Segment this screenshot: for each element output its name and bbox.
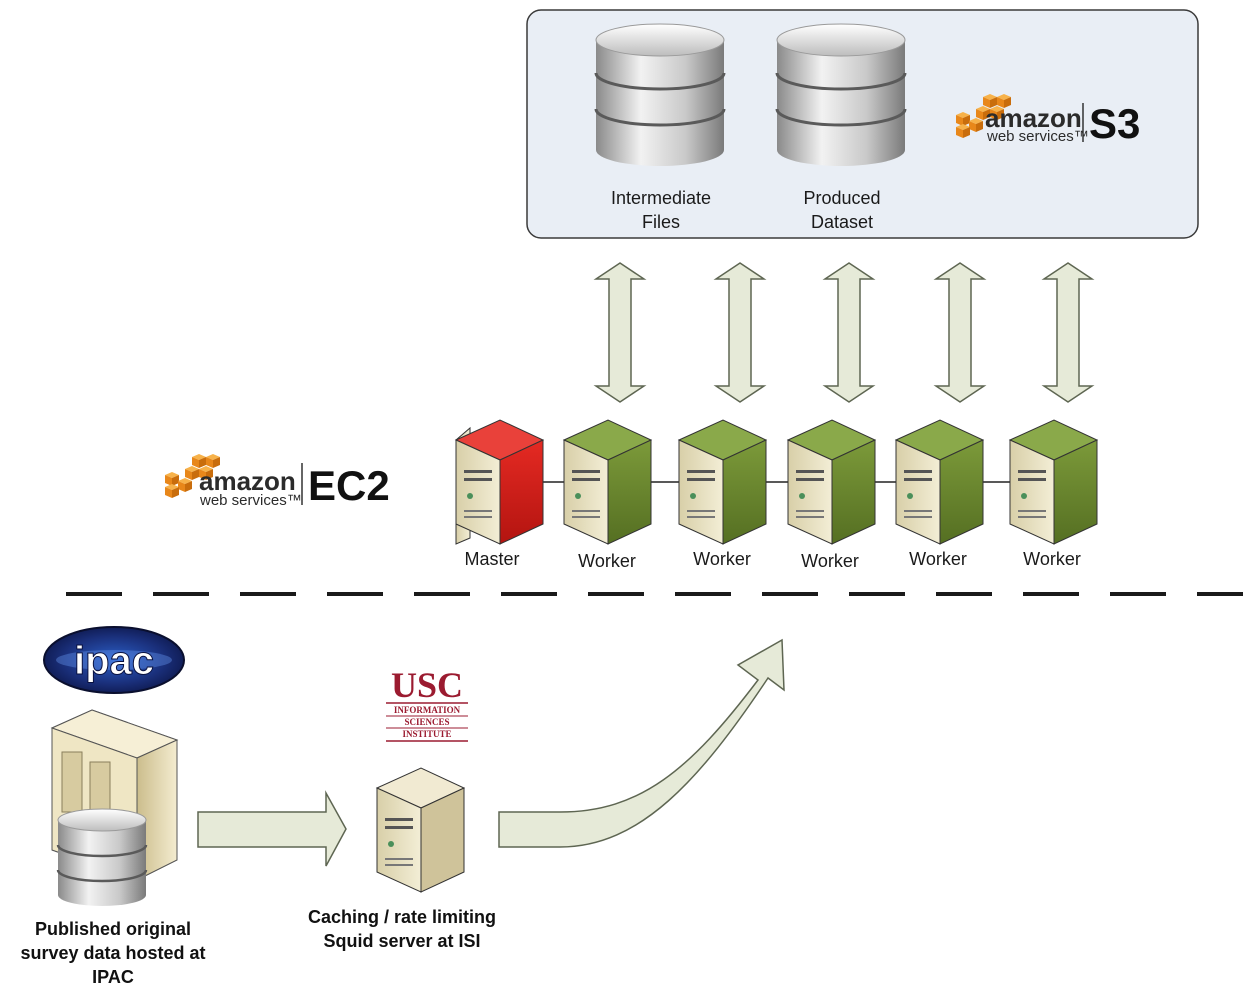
double-arrow	[933, 262, 987, 403]
database-icon	[594, 23, 726, 166]
isi-caption-line2: Squid server at ISI	[323, 931, 480, 951]
aws-service-name: S3	[1089, 100, 1140, 147]
flow-arrow	[197, 790, 347, 867]
double-arrow	[713, 262, 767, 403]
database-icon	[775, 23, 907, 166]
ipac-group: ipac Published original survey data host…	[20, 626, 206, 985]
double-arrow	[1041, 262, 1095, 403]
double-arrow	[822, 262, 876, 403]
worker-label: Worker	[693, 549, 751, 569]
curved-flow-arrow	[498, 638, 785, 848]
database-icon	[56, 808, 148, 906]
master-server-icon	[454, 419, 545, 545]
worker-server-icon	[562, 419, 653, 545]
database-label-line2: Dataset	[811, 212, 873, 232]
worker-label: Worker	[801, 551, 859, 571]
squid-server-icon	[375, 767, 466, 893]
s3-storage-group: Intermediate Files Produced Dataset amaz…	[526, 9, 1199, 239]
ipac-caption-line3: IPAC	[92, 967, 134, 985]
worker-server-icon	[786, 419, 877, 545]
ipac-logo-text: ipac	[74, 639, 154, 683]
isi-logo-line3: INSTITUTE	[402, 729, 451, 739]
aws-webservices-text: web services™	[199, 492, 302, 509]
master-label: Master	[464, 549, 519, 569]
isi-logo-line1: INFORMATION	[394, 705, 461, 715]
aws-amazon-text: amazon	[985, 103, 1082, 133]
usc-isi-logo: USC INFORMATION SCIENCES INSTITUTE	[386, 665, 468, 742]
database-label-line2: Files	[642, 212, 680, 232]
ipac-caption-line1: Published original	[35, 919, 191, 939]
worker-server-icon	[1008, 419, 1099, 545]
s3-transfer-arrows	[593, 262, 1095, 403]
aws-service-name: EC2	[308, 462, 390, 509]
aws-ec2-logo: amazon web services™ EC2	[165, 454, 390, 509]
worker-server-icon	[894, 419, 985, 545]
worker-label: Worker	[578, 551, 636, 571]
worker-server-icon	[677, 419, 768, 545]
worker-label: Worker	[909, 549, 967, 569]
ipac-caption-line2: survey data hosted at	[20, 943, 205, 963]
double-arrow	[593, 262, 647, 403]
ec2-cluster-group: Master Worker Worker	[165, 419, 1099, 571]
isi-logo-line2: SCIENCES	[404, 717, 449, 727]
aws-s3-logo: amazon web services™ S3	[956, 94, 1140, 147]
isi-group: USC INFORMATION SCIENCES INSTITUTE Cachi…	[308, 665, 496, 951]
worker-label: Worker	[1023, 549, 1081, 569]
isi-caption-line1: Caching / rate limiting	[308, 907, 496, 927]
database-label-line1: Produced	[803, 188, 880, 208]
aws-webservices-text: web services™	[986, 128, 1089, 145]
usc-logo-text: USC	[391, 665, 463, 705]
ipac-logo: ipac	[43, 626, 185, 694]
aws-amazon-text: amazon	[199, 466, 296, 496]
database-label-line1: Intermediate	[611, 188, 711, 208]
